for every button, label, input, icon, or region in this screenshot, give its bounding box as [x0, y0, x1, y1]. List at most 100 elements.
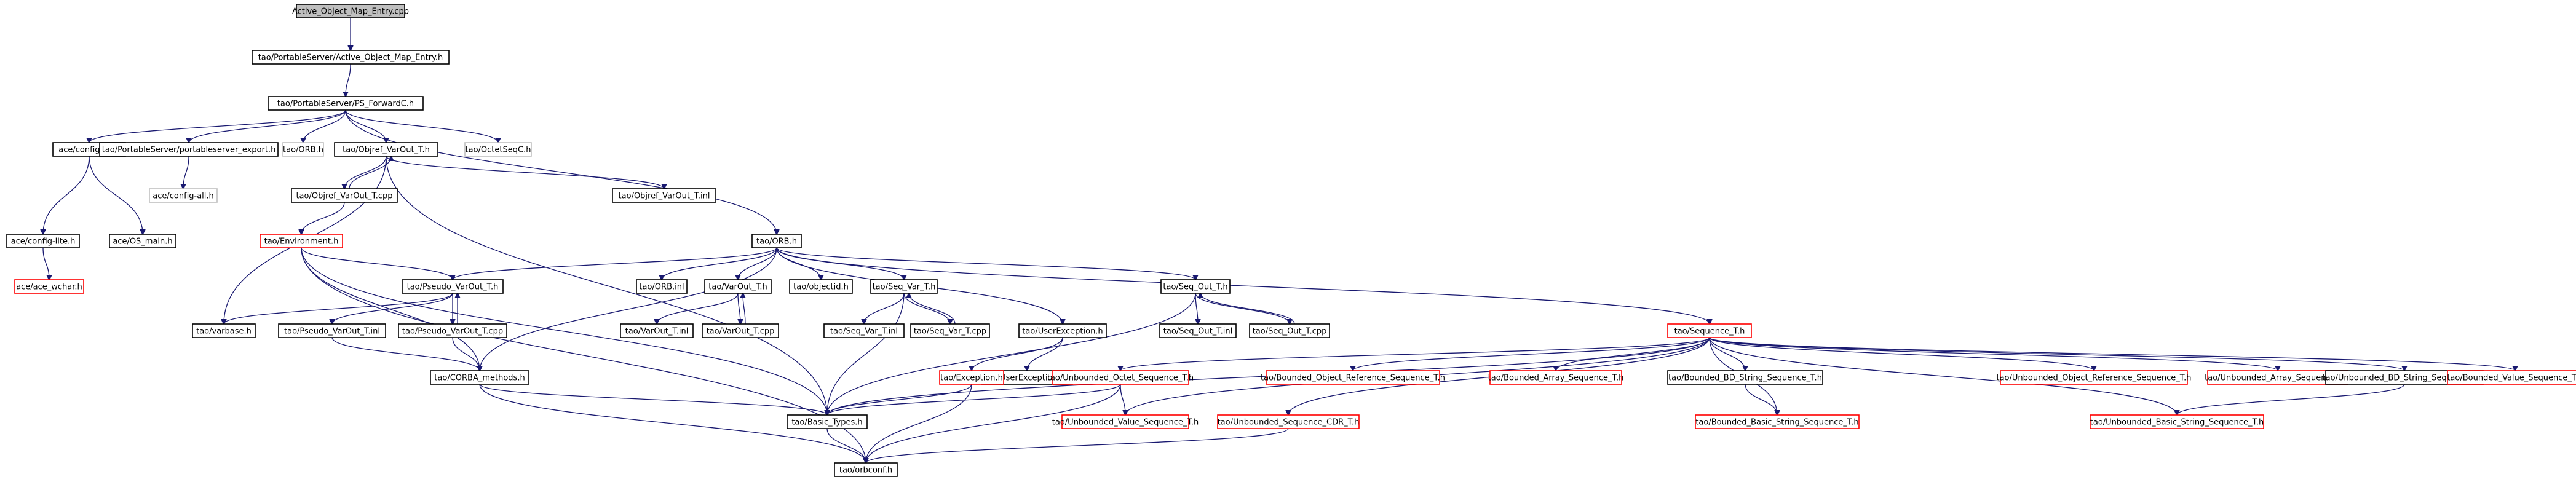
node-box — [268, 96, 424, 111]
node-box — [278, 323, 386, 338]
edge-layer — [43, 18, 2515, 463]
edge-n26-to-n32 — [827, 293, 905, 415]
node-label: ace/config-lite.h — [11, 237, 76, 247]
graph-node-n38[interactable]: tao/Unbounded_Octet_Sequence_T.h — [1047, 370, 1194, 385]
node-label: tao/Environment.h — [264, 237, 339, 247]
graph-node-n19[interactable]: tao/Pseudo_VarOut_T.cpp — [398, 323, 507, 338]
edge-n22-to-n23 — [657, 293, 739, 324]
node-label: tao/varbase.h — [196, 327, 252, 336]
graph-node-n49[interactable]: tao/Bounded_Value_Sequence_T.h — [2447, 370, 2576, 385]
node-label: tao/Pseudo_VarOut_T.cpp — [402, 327, 503, 336]
edge-n47-to-n48 — [2177, 384, 2405, 415]
graph-node-n18[interactable]: tao/Pseudo_VarOut_T.inl — [278, 323, 386, 338]
node-box — [2090, 414, 2264, 429]
node-box — [1217, 414, 1360, 429]
graph-node-n22[interactable]: tao/VarOut_T.h — [704, 279, 772, 294]
graph-node-n47[interactable]: tao/Unbounded_BD_String_Sequence_T.h — [2323, 370, 2487, 385]
graph-node-n11[interactable]: ace/config-lite.h — [6, 234, 80, 248]
graph-node-n35[interactable]: tao/Seq_Out_T.inl — [1159, 323, 1237, 338]
node-label: tao/Unbounded_BD_String_Sequence_T.h — [2323, 374, 2487, 383]
node-box — [1018, 323, 1107, 338]
graph-node-n28[interactable]: tao/Seq_Var_T.cpp — [910, 323, 990, 338]
edge-n37-to-n47 — [1709, 337, 2404, 371]
edge-n19-to-n20 — [452, 337, 480, 371]
graph-node-n46[interactable]: tao/Unbounded_Array_Sequence_T.h — [2205, 370, 2351, 385]
graph-node-n36[interactable]: tao/Seq_Out_T.cpp — [1249, 323, 1330, 338]
graph-node-n30[interactable]: tao/UserException.inl — [981, 370, 1073, 385]
graph-node-n34[interactable]: tao/Seq_Out_T.h — [1160, 279, 1231, 294]
edge-n15-to-n21 — [662, 247, 777, 280]
node-label: tao/orbconf.h — [839, 466, 892, 475]
edge-n15-to-n34 — [776, 247, 1195, 280]
graph-node-n43[interactable]: tao/Bounded_BD_String_Sequence_T.h — [1667, 370, 1823, 385]
graph-node-n48[interactable]: tao/Unbounded_Basic_String_Sequence_T.h — [2090, 414, 2264, 429]
edge-n3-to-n12 — [89, 156, 143, 234]
graph-node-n4[interactable]: tao/PortableServer/portableserver_export… — [99, 142, 279, 157]
node-layer: Active_Object_Map_Entry.cpptao/PortableS… — [6, 4, 2576, 477]
graph-node-n27[interactable]: tao/Seq_Var_T.inl — [823, 323, 905, 338]
node-label: tao/Seq_Out_T.cpp — [1253, 327, 1327, 336]
graph-node-n37[interactable]: tao/Sequence_T.h — [1667, 323, 1752, 338]
edge-n1-to-n2 — [346, 63, 351, 97]
graph-node-n44[interactable]: tao/Bounded_Basic_String_Sequence_T.h — [1695, 414, 1860, 429]
node-box — [14, 279, 84, 294]
node-label: tao/OctetSeqC.h — [466, 146, 531, 155]
edge-n2-to-n3 — [89, 109, 346, 143]
edge-n26-to-n28 — [903, 293, 950, 324]
node-box — [834, 462, 898, 477]
node-box — [702, 323, 779, 338]
node-box — [910, 323, 990, 338]
edge-n29-to-n30 — [1027, 337, 1063, 371]
graph-node-n39[interactable]: tao/Unbounded_Value_Sequence_T.h — [1052, 414, 1199, 429]
graph-node-n31[interactable]: tao/Exception.h — [939, 370, 1004, 385]
graph-node-n40[interactable]: tao/Unbounded_Sequence_CDR_T.h — [1217, 414, 1360, 429]
edge-n14-to-n16 — [301, 247, 453, 280]
edge-n38-to-n32 — [827, 384, 1121, 415]
edge-n28-to-n26 — [909, 293, 956, 325]
edge-n6-to-n10 — [386, 156, 664, 189]
graph-node-n33[interactable]: tao/orbconf.h — [834, 462, 898, 477]
edge-n15-to-n16 — [453, 247, 777, 280]
node-label: tao/Seq_Out_T.inl — [1163, 327, 1232, 336]
graph-node-n6[interactable]: tao/Objref_VarOut_T.h — [334, 142, 438, 157]
node-label: tao/Seq_Var_T.inl — [830, 327, 898, 336]
graph-node-n23[interactable]: tao/VarOut_T.inl — [620, 323, 694, 338]
graph-node-n25[interactable]: tao/objectid.h — [789, 279, 853, 294]
graph-node-n17[interactable]: tao/varbase.h — [192, 323, 256, 338]
graph-node-n16[interactable]: tao/Pseudo_VarOut_T.h — [402, 279, 504, 294]
graph-node-n32[interactable]: tao/Basic_Types.h — [787, 414, 868, 429]
graph-node-n20[interactable]: tao/CORBA_methods.h — [430, 370, 529, 385]
graph-node-n1[interactable]: tao/PortableServer/Active_Object_Map_Ent… — [252, 50, 450, 65]
node-label: ace/config-all.h — [153, 192, 214, 201]
edge-n15-to-n20 — [480, 247, 777, 371]
graph-node-n10[interactable]: tao/Objref_VarOut_T.inl — [612, 188, 716, 203]
graph-node-n26[interactable]: tao/Seq_Var_T.h — [870, 279, 938, 294]
edge-n4-to-n8 — [183, 156, 189, 189]
graph-node-n42[interactable]: tao/Bounded_Array_Sequence_T.h — [1488, 370, 1624, 385]
node-label: tao/VarOut_T.h — [708, 283, 767, 292]
node-label: tao/Objref_VarOut_T.inl — [619, 192, 710, 201]
edge-n3-to-n11 — [43, 156, 90, 234]
edge-n2-to-n6 — [345, 109, 386, 143]
node-label: tao/Objref_VarOut_T.cpp — [296, 192, 392, 201]
graph-node-n41[interactable]: tao/Bounded_Object_Reference_Sequence_T.… — [1261, 370, 1445, 385]
node-label: tao/Pseudo_VarOut_T.inl — [284, 327, 380, 336]
node-label: ace/OS_main.h — [113, 237, 172, 247]
node-label: tao/Exception.h — [940, 374, 1003, 383]
node-label: tao/Unbounded_Octet_Sequence_T.h — [1047, 374, 1194, 383]
node-label: tao/Objref_VarOut_T.h — [343, 146, 430, 155]
node-box — [1489, 370, 1622, 385]
graph-node-n29[interactable]: tao/UserException.h — [1018, 323, 1107, 338]
graph-node-n24[interactable]: tao/VarOut_T.cpp — [702, 323, 779, 338]
graph-node-n2[interactable]: tao/PortableServer/PS_ForwardC.h — [268, 96, 424, 111]
graph-node-n21[interactable]: tao/ORB.inl — [636, 279, 688, 294]
node-label: tao/ORB.h — [283, 146, 323, 155]
edge-n14-to-n33 — [301, 247, 866, 463]
graph-node-n15[interactable]: tao/ORB.h — [751, 234, 802, 248]
graph-node-n12[interactable]: ace/OS_main.h — [109, 234, 176, 248]
graph-node-n9[interactable]: tao/Objref_VarOut_T.cpp — [291, 188, 398, 203]
node-label: tao/Unbounded_Sequence_CDR_T.h — [1218, 418, 1360, 427]
graph-node-n13[interactable]: ace/ace_wchar.h — [14, 279, 84, 294]
graph-node-n14[interactable]: tao/Environment.h — [260, 234, 343, 248]
graph-node-n45[interactable]: tao/Unbounded_Object_Reference_Sequence_… — [1996, 370, 2192, 385]
